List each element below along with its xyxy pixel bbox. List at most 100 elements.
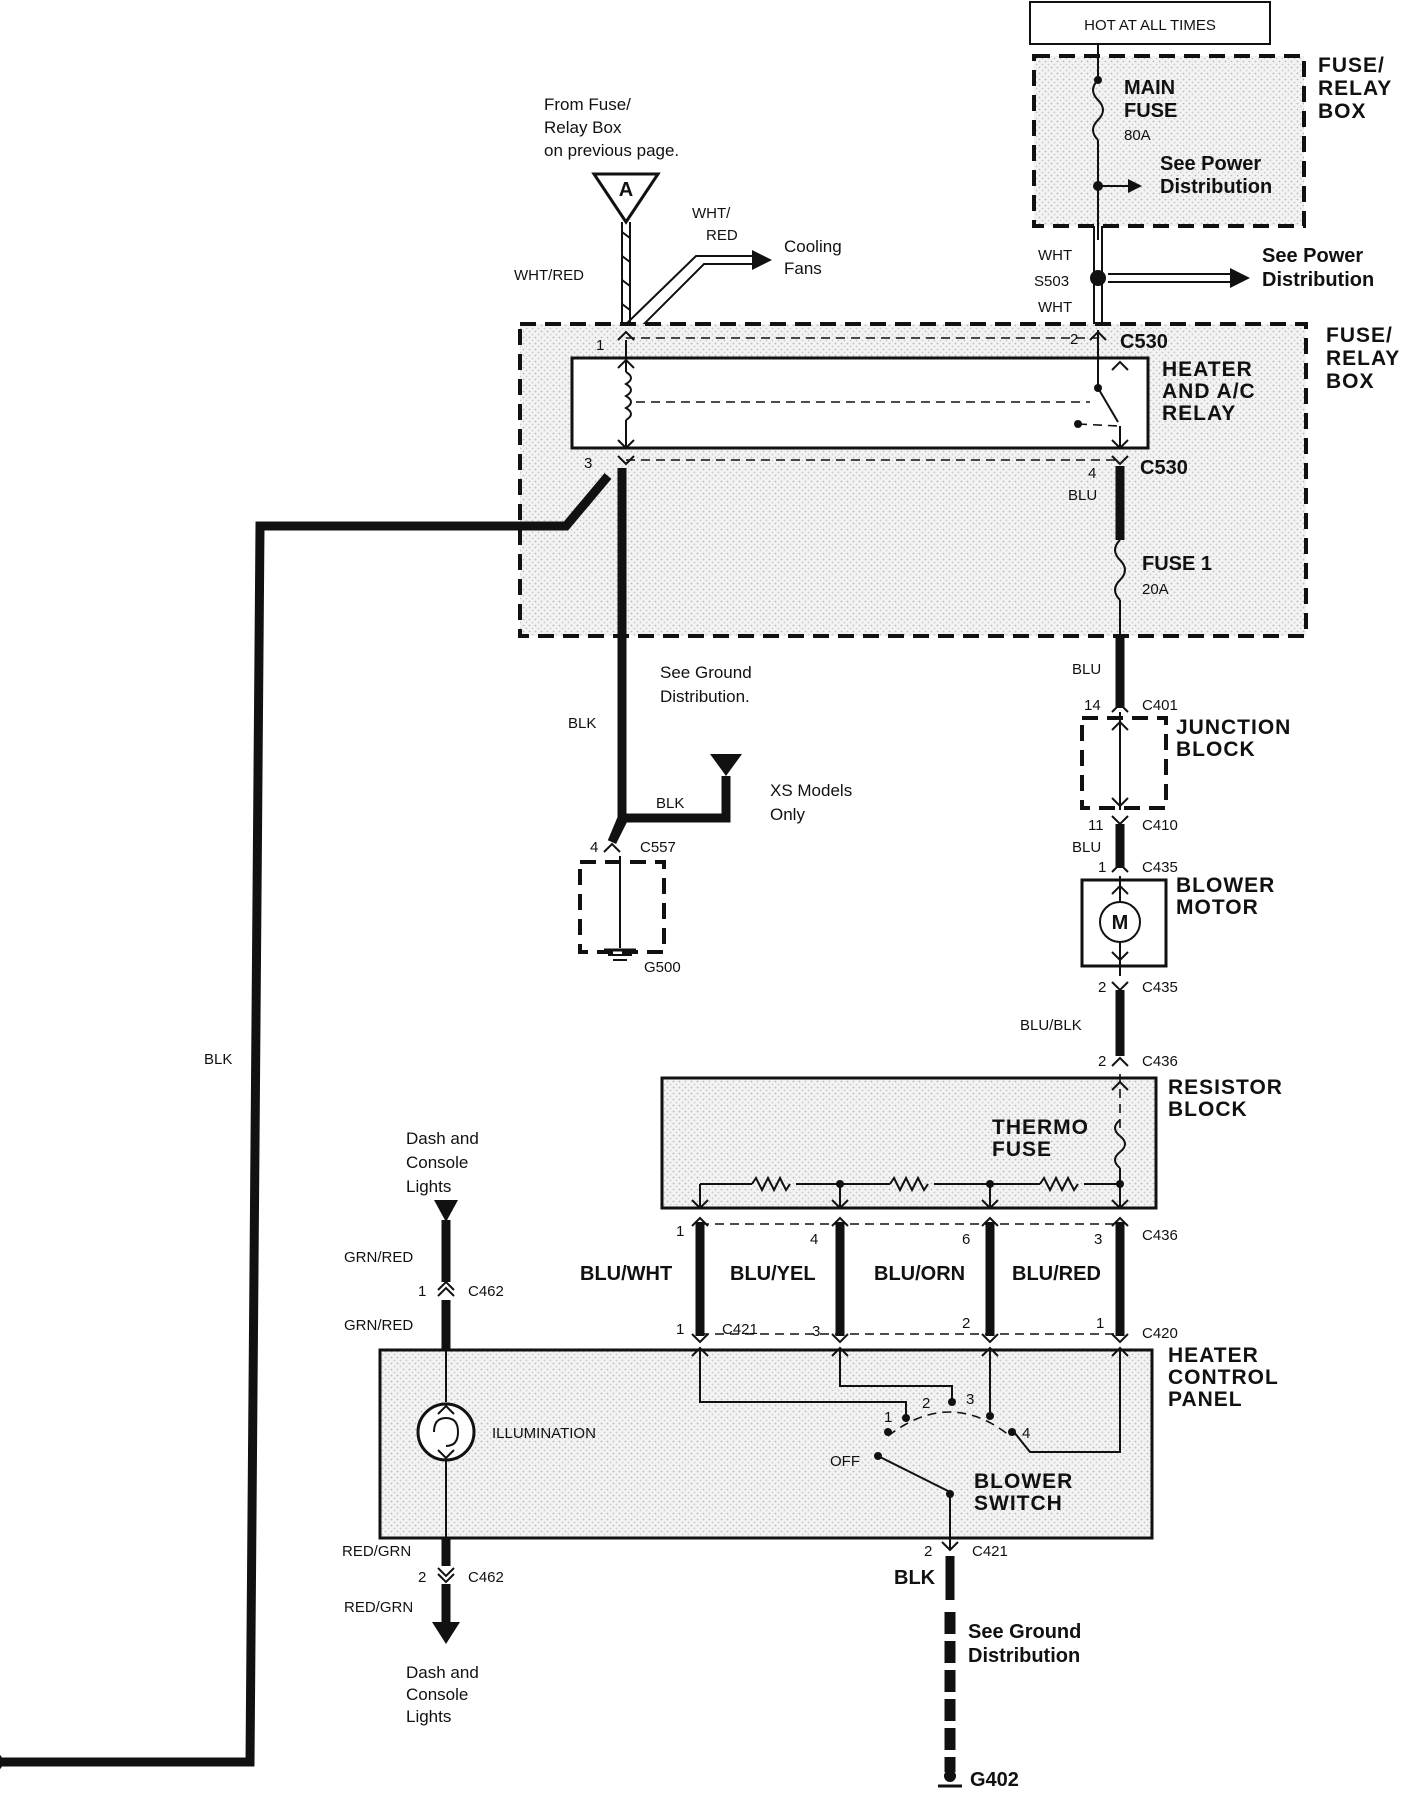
relay-pin-1: 1 (596, 337, 604, 354)
wire-blk-xs (607, 776, 731, 845)
relay-contact (1097, 387, 1119, 423)
blower-switch-label-2: SWITCH (974, 1492, 1063, 1515)
g500-ground-block (578, 860, 666, 954)
arrow-right-icon (752, 250, 772, 270)
connector-a-triangle (591, 172, 661, 225)
fuse-relay-box-label-1: FUSE/ (1318, 54, 1385, 77)
junction-block: BLU 14 C401 JUNCTION BLOCK 11 C410 BLU (1072, 636, 1290, 868)
dash-console-lights: Dash and Console Lights GRN/RED 1 C462 G… (342, 1129, 504, 1726)
ground-triangle-icon (710, 754, 742, 776)
connector-c436-top: C436 (1142, 1053, 1178, 1070)
wire-blk-xs-label: BLK (656, 795, 684, 812)
resistor-label-1: RESISTOR (1168, 1076, 1283, 1099)
wire-blu-junction-in: BLU (1072, 661, 1101, 678)
splice-s503: WHT S503 WHT See Power Distribution (1034, 226, 1374, 330)
wire-blu-blk: BLU/BLK (1020, 1017, 1082, 1034)
hot-at-all-times-label: HOT AT ALL TIMES (1084, 17, 1216, 34)
wire-blu-junction-out: BLU (1072, 839, 1101, 856)
connector-c436-bottom: C436 (1142, 1227, 1178, 1244)
source-a: From Fuse/ Relay Box on previous page. A… (514, 95, 842, 338)
connector-c421-bottom: C421 (972, 1543, 1008, 1560)
resistor-2 (889, 1175, 929, 1193)
wire-wht-red-branch-2: RED (706, 227, 738, 244)
wire-blk-long-label: BLK (204, 1051, 232, 1068)
wire-grn-red-1: GRN/RED (344, 1249, 413, 1266)
main-fuse-rating: 80A (1124, 127, 1151, 144)
wire-wht-red-left: WHT/RED (514, 267, 584, 284)
illumination-bulb-icon (416, 1402, 476, 1462)
lights-bottom-label-2: Console (406, 1685, 468, 1704)
c421-pin-1: 1 (676, 1321, 684, 1338)
from-fuse-label-1: From Fuse/ (544, 95, 631, 114)
see-power-label-2: Distribution (1160, 176, 1272, 198)
fuse-1-label: FUSE 1 (1142, 553, 1212, 575)
c421-pin-3: 3 (812, 1323, 820, 1340)
lights-bottom-label-1: Dash and (406, 1663, 479, 1682)
connector-c410: C410 (1142, 817, 1178, 834)
fuse-relay-box-label-3: BOX (1318, 100, 1367, 123)
illumination-label: ILLUMINATION (492, 1425, 596, 1442)
junction-pin-in: 14 (1084, 697, 1101, 714)
resistor-pin-c: 6 (962, 1231, 970, 1248)
heater-control-panel: HEATER CONTROL PANEL 1 2 3 4 OFF BLOWER … (378, 1344, 1279, 1791)
c420-pin-1: 1 (1096, 1315, 1104, 1332)
main-fuse-label-1: MAIN (1124, 77, 1175, 99)
hot-at-all-times-box (1029, 1, 1271, 45)
c420-pin-2: 2 (962, 1315, 970, 1332)
motor-icon (1099, 901, 1141, 943)
lights-out-arrow-icon (432, 1622, 460, 1644)
resistor-1 (751, 1175, 791, 1193)
splice-id: S503 (1034, 273, 1069, 290)
resistor-pin-a: 1 (676, 1223, 684, 1240)
connector-c420: C420 (1142, 1325, 1178, 1342)
see-ground-panel-2: Distribution (968, 1645, 1080, 1667)
wire-wht-red-branch-1: WHT/ (692, 205, 731, 222)
ground-g402-icon (944, 1770, 956, 1782)
junction-label-2: BLOCK (1176, 738, 1256, 761)
wire-red-grn-2: RED/GRN (344, 1599, 413, 1616)
connector-c557: C557 (640, 839, 676, 856)
splice-see-power-2: Distribution (1262, 269, 1374, 291)
cooling-fans-label-1: Cooling (784, 237, 842, 256)
switch-pos-3: 3 (966, 1391, 974, 1408)
main-fuse-symbol (1092, 79, 1104, 141)
blower-pin-2: 2 (1098, 979, 1106, 996)
switch-off-label: OFF (830, 1453, 860, 1470)
fuse-relay-box-label-b2: RELAY (1326, 347, 1400, 370)
arrow-right-icon (1230, 268, 1250, 288)
speed-wires: 1 4 6 3 C436 BLU/WHT BLU/YEL BLU/ORN BLU… (580, 1216, 1178, 1344)
resistor-block: THERMO FUSE RESISTOR BLOCK (660, 1074, 1283, 1210)
connector-c435-bottom: C435 (1142, 979, 1178, 996)
control-panel-label-1: HEATER (1168, 1344, 1259, 1367)
connector-c462-bottom: C462 (468, 1569, 504, 1586)
thermo-fuse-label-1: THERMO (992, 1116, 1089, 1139)
wire-wht-bottom: WHT (1038, 299, 1072, 316)
fuse-relay-box: 1 2 C530 HEATER AND A/C RELAY 3 4 C530 B… (518, 322, 1400, 638)
lights-top-label-2: Console (406, 1153, 468, 1172)
blower-switch-label-1: BLOWER (974, 1470, 1073, 1493)
xs-models-label-1: XS Models (770, 781, 852, 800)
c557-pin: 4 (590, 839, 598, 856)
see-power-label-1: See Power (1160, 153, 1261, 175)
relay-label-1: HEATER (1162, 358, 1253, 381)
wire-grn-red-2: GRN/RED (344, 1317, 413, 1334)
wire-red-grn-1: RED/GRN (342, 1543, 411, 1560)
relay-pin-3: 3 (584, 455, 592, 472)
wire-blk-long (0, 473, 612, 1767)
fuse-relay-box-label-b1: FUSE/ (1326, 324, 1393, 347)
switch-pos-4: 4 (1022, 1425, 1030, 1442)
control-panel-label-2: CONTROL (1168, 1366, 1279, 1389)
see-ground-label-2: Distribution. (660, 687, 750, 706)
see-ground-label-1: See Ground (660, 663, 752, 682)
resistor-3 (1039, 1175, 1079, 1193)
heater-ac-relay (570, 356, 1150, 450)
connector-c530-top: C530 (1120, 331, 1168, 353)
switch-pos-2: 2 (922, 1395, 930, 1412)
main-fuse-box (1032, 54, 1306, 228)
ground-g500: G500 (644, 959, 681, 976)
control-panel-label-3: PANEL (1168, 1388, 1243, 1411)
relay-label-2: AND A/C (1162, 380, 1256, 403)
xs-models-label-2: Only (770, 805, 805, 824)
fuse-relay-box-label-b3: BOX (1326, 370, 1375, 393)
